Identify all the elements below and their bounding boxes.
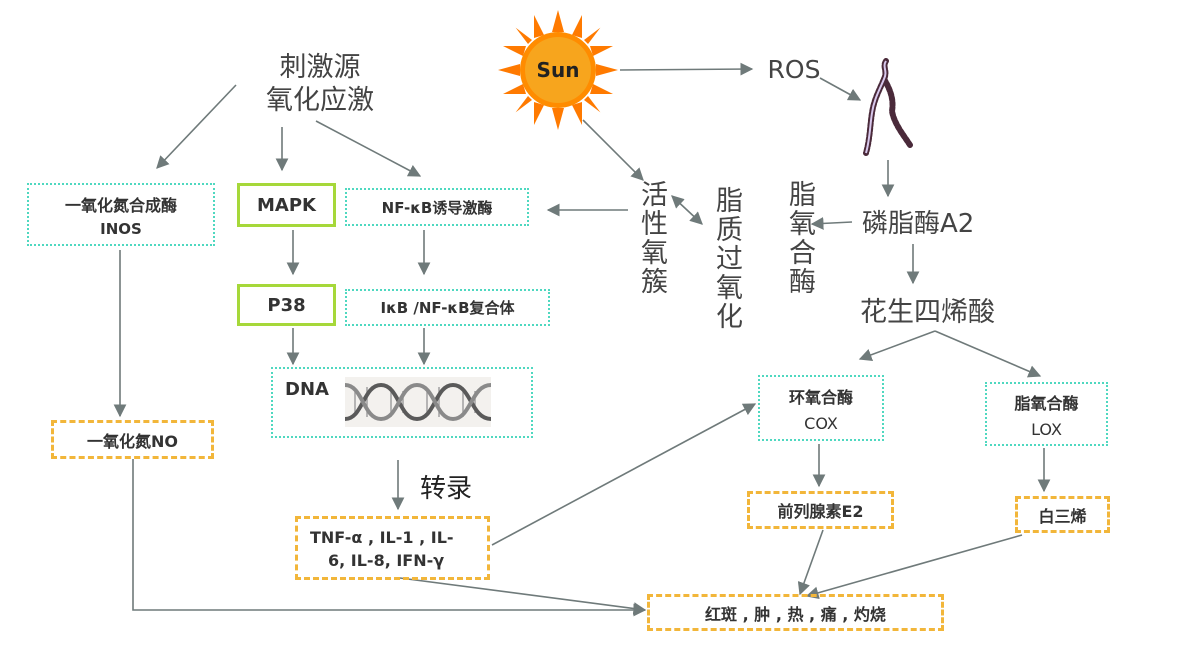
cytokines-box: TNF-α , IL-1 , IL- 6, IL-8, IFN-γ <box>295 516 490 580</box>
dna-box: DNA <box>271 367 533 438</box>
cox-box: 环氧合酶 COX <box>758 375 884 441</box>
oxidative-stress-label: 氧化应激 <box>266 84 374 116</box>
transcription-label: 转录 <box>420 474 473 504</box>
cox-cn-label: 环氧合酶 <box>788 387 853 407</box>
dna-label: DNA <box>285 379 329 400</box>
cox-label: COX <box>804 413 838 433</box>
inos-box: 一氧化氮合成酶 INOS <box>27 183 215 246</box>
inflammation-box: 红斑 , 肿 , 热 , 痛 , 灼烧 <box>647 594 944 631</box>
lipid-peroxidation-label: 脂质过氧化 <box>711 186 742 331</box>
p38-box: P38 <box>237 284 336 326</box>
skin-figure-icon <box>858 55 918 159</box>
stimulus-label: 刺激源 <box>279 51 361 83</box>
pge2-box: 前列腺素E2 <box>747 491 894 529</box>
ros-label: ROS <box>767 54 821 84</box>
inos-cn-label: 一氧化氮合成酶 <box>64 195 177 215</box>
leukotriene-box: 白三烯 <box>1015 496 1110 533</box>
lox-cn-label: 脂氧合酶 <box>1014 393 1079 413</box>
dna-helix-icon <box>344 377 492 427</box>
nfkb-kinase-box: NF-κB诱导激酶 <box>345 188 529 226</box>
cytokines-line2: 6, IL-8, IFN-γ <box>328 551 445 570</box>
inos-label: INOS <box>100 219 142 238</box>
active-oxygen-label: 活性氧簇 <box>636 180 667 296</box>
sun-label: Sun <box>536 58 580 82</box>
lox-box: 脂氧合酶 LOX <box>985 382 1108 446</box>
pla2-label: 磷脂酶A2 <box>862 209 975 239</box>
lox-label: LOX <box>1031 419 1062 439</box>
ikb-complex-box: IκB /NF-κB复合体 <box>345 289 550 326</box>
mapk-box: MAPK <box>237 183 336 227</box>
no-box: 一氧化氮NO <box>51 420 214 459</box>
arachidonic-label: 花生四烯酸 <box>860 297 995 328</box>
lipoxygenase-vertical-label: 脂氧合酶 <box>784 180 815 296</box>
cytokines-line1: TNF-α , IL-1 , IL- <box>310 528 454 547</box>
sun-icon: Sun <box>498 10 618 130</box>
